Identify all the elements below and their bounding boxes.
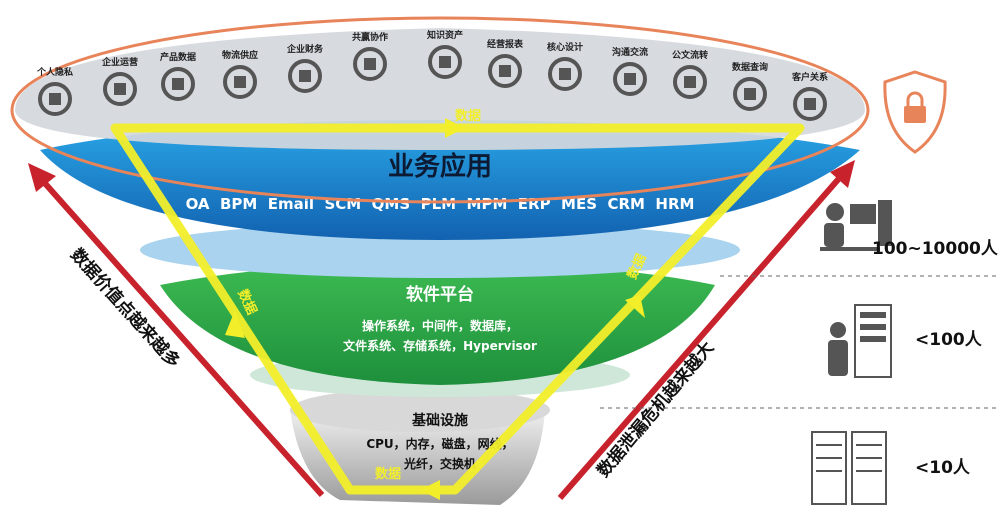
data-scope-item: 公文流转 [672,49,708,99]
data-scope-item: 个人隐私 [36,66,73,116]
handshake-icon [793,87,827,121]
application-layer: 业务应用 OA BPM Email SCM QMS PLM MPM ERP ME… [40,120,860,240]
data-scope-label: 核心设计 [547,41,583,53]
infrastructure-line1: CPU，内存，磁盘，网线， [366,436,513,451]
data-scope-item: 知识资产 [426,29,463,79]
envelope-icon [613,62,647,96]
left-arrow-text: 数据价值点越来越多 [66,244,184,372]
office-worker-icon [673,65,707,99]
data-scope-label: 知识资产 [426,29,463,41]
tier-label: 100~10000人 [872,239,999,259]
hand-dollar-icon [288,59,322,93]
data-scope-item: 核心设计 [547,41,583,91]
truck-icon [223,65,257,99]
flow-label-bottom: 数据 [375,466,401,482]
data-scope-item: 客户关系 [791,71,828,121]
tier-label: <10人 [915,458,971,478]
platform-line2: 文件系统、存储系统，Hypervisor [343,338,537,353]
chart-magnifier-icon [488,54,522,88]
platform-title: 软件平台 [406,284,474,305]
data-scope-label: 个人隐私 [36,66,73,78]
data-scope-label: 企业财务 [286,43,324,55]
data-scope-label: 沟通交流 [612,46,648,58]
data-scope-label: 客户关系 [791,71,828,83]
data-scope-label: 物流供应 [222,49,258,61]
server-admin-icon [828,304,892,378]
data-scope-item: 数据查询 [732,61,768,111]
data-scope-label: 共赢协作 [352,31,388,43]
flow-arrow-right [625,295,645,318]
desktop-user-icon [820,200,892,251]
lightbulb-icon [428,45,462,79]
data-scope-item: 物流供应 [222,49,258,99]
tier-small: <10人 [811,431,971,505]
gear-person-icon [103,72,137,106]
infrastructure-line2: 光纤，交换机 [403,456,476,471]
gears-icon [161,67,195,101]
data-scope-label: 经营报表 [487,38,524,50]
infrastructure-title: 基础设施 [412,412,468,429]
shield-lock-icon [883,70,947,154]
data-scope-label: 数据查询 [732,61,768,73]
flow-label-top: 数据 [455,108,481,124]
application-title: 业务应用 [388,151,492,182]
compass-ruler-icon [548,57,582,91]
data-scope-item: 共赢协作 [352,31,388,81]
id-card-icon [38,82,72,116]
data-scope-label: 公文流转 [672,49,708,61]
flow-arrow-top [445,118,465,138]
infrastructure-layer: 基础设施 CPU，内存，磁盘，网线， 光纤，交换机 [290,388,550,505]
application-systems: OA BPM Email SCM QMS PLM MPM ERP MES CRM… [186,195,695,213]
platform-layer: 软件平台 操作系统，中间件，数据库， 文件系统、存储系统，Hypervisor [160,262,715,397]
data-scope-label: 企业运营 [101,56,138,68]
datacenter-racks-icon [811,431,887,505]
data-scope-item: 经营报表 [487,38,524,88]
data-scope-item: 企业财务 [286,43,324,93]
platform-line1: 操作系统，中间件，数据库， [362,318,518,333]
tier-label: <100人 [915,330,983,350]
data-scope-item: 产品数据 [160,51,196,101]
flow-arrow-left [225,310,245,338]
data-scope-item: 企业运营 [101,56,138,106]
tier-medium: <100人 [828,304,983,378]
data-scope-label: 产品数据 [160,51,196,63]
data-scope-item: 沟通交流 [612,46,648,96]
search-person-icon [733,77,767,111]
people-network-icon [353,47,387,81]
tier-large: 100~10000人 [820,200,999,259]
separator-band [140,222,740,278]
flow-arrow-bottom [420,480,440,500]
